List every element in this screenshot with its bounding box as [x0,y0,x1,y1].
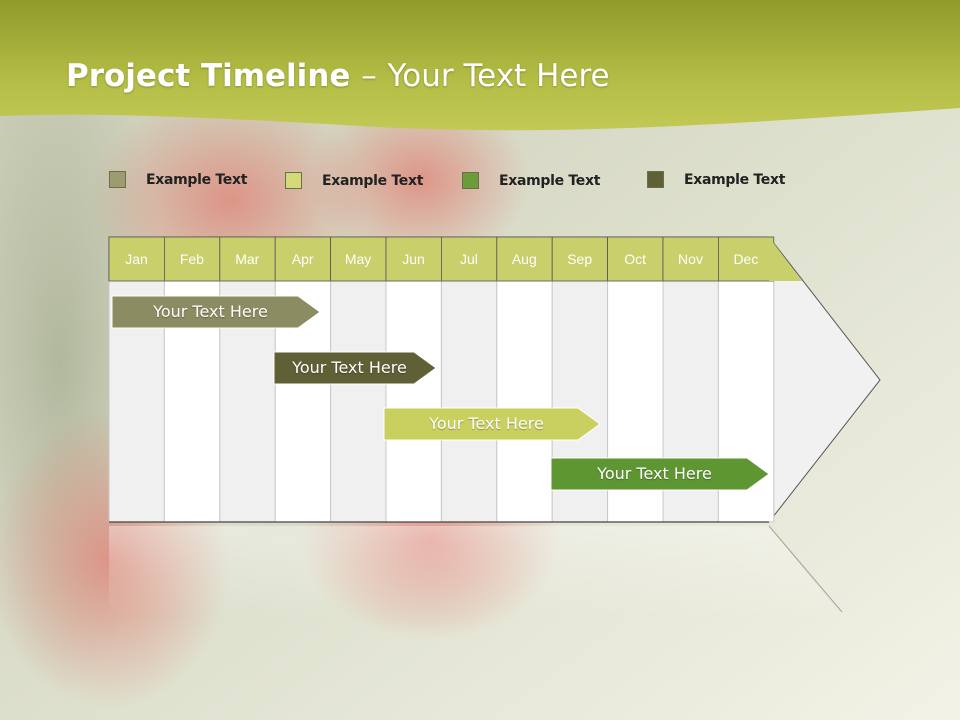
month-label-apr: Apr [291,251,314,267]
slide-title: Project Timeline – Your Text Here [66,58,610,94]
task-label-1: Your Text Here [153,302,268,321]
legend-label-1: Example Text [146,172,248,188]
legend-swatch-4 [647,171,664,188]
task-label-4: Your Text Here [597,464,712,483]
month-header-jan [108,236,165,282]
task-arrow-3 [383,407,601,441]
month-label-jul: Jul [459,251,478,267]
month-header-sep [551,236,609,282]
month-label-oct: Oct [624,251,646,267]
month-label-dec: Dec [733,251,759,267]
task-arrows [111,295,770,491]
task-arrow-1 [111,295,321,329]
month-column-jun [385,280,442,523]
month-label-sep: Sep [567,251,593,267]
title-main: Project Timeline [66,58,351,94]
month-header-nov [662,236,719,282]
legend-label-4: Example Text [684,172,786,188]
legend-swatch-1 [109,171,126,188]
title-dash: – [361,58,377,94]
title-sub: Your Text Here [387,58,610,94]
legend-label-3: Example Text [499,173,601,189]
legend-label-2: Example Text [322,173,424,189]
month-label-nov: Nov [678,251,703,267]
month-label-jun: Jun [402,251,425,267]
task-label-2: Your Text Here [292,358,407,377]
month-header-aug [496,236,553,282]
month-header-tip [769,237,802,281]
task-label-3: Your Text Here [429,414,544,433]
month-column-aug [496,280,553,523]
month-label-mar: Mar [235,251,260,267]
legend-swatch-2 [285,172,302,189]
month-label-aug: Aug [511,251,537,267]
reflection-edge-line [768,525,843,613]
month-header-feb [163,236,221,282]
task-arrow-2 [273,351,437,385]
month-header-may [330,236,387,282]
month-label-jan: Jan [125,251,148,267]
month-column-may [330,280,387,523]
month-label-may: May [344,251,372,267]
legend-swatch-3 [462,172,479,189]
month-label-feb: Feb [179,251,204,267]
task-arrow-4 [550,457,770,491]
month-header-oct [607,236,664,282]
timeline-reflection [109,526,842,618]
month-header-apr [274,236,332,282]
month-column-jul [440,280,498,523]
month-header-mar [219,236,276,282]
month-header-jun [385,236,442,282]
